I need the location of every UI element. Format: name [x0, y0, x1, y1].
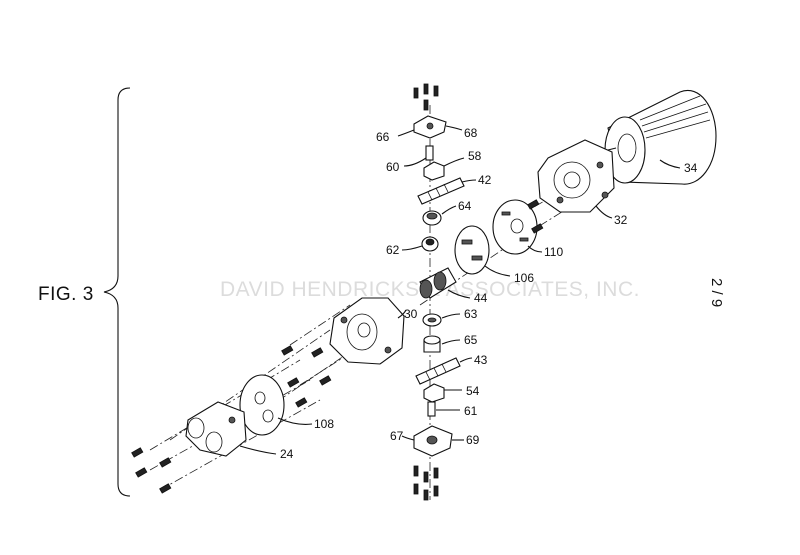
cap-plate-bottom — [413, 425, 453, 457]
ref-64: 64 — [458, 199, 472, 213]
cap-plate-top — [413, 115, 447, 139]
ref-32: 32 — [614, 213, 628, 227]
ref-67: 67 — [390, 429, 404, 443]
bushing-62 — [421, 236, 439, 252]
ref-62: 62 — [386, 243, 400, 257]
ref-58: 58 — [468, 149, 482, 163]
ref-61: 61 — [464, 404, 478, 418]
ref-43: 43 — [474, 353, 488, 367]
ref-106: 106 — [514, 271, 534, 285]
top-screws — [413, 83, 439, 111]
housing-32 — [537, 139, 615, 213]
seal-63 — [422, 313, 442, 327]
ref-68: 68 — [464, 126, 478, 140]
ref-42: 42 — [478, 173, 492, 187]
ref-24: 24 — [280, 447, 294, 461]
plate-106 — [454, 225, 490, 275]
block-58 — [423, 161, 445, 181]
plate-110 — [492, 199, 538, 255]
ref-60: 60 — [386, 160, 400, 174]
ref-66: 66 — [376, 130, 390, 144]
pin-43 — [415, 357, 461, 385]
plate-108 — [239, 374, 285, 436]
bottom-screws — [413, 465, 439, 501]
bushing-65 — [423, 335, 441, 353]
ref-63: 63 — [464, 307, 478, 321]
spring-60 — [425, 145, 434, 161]
figure-label: FIG. 3 — [38, 284, 94, 305]
motor-34 — [599, 89, 717, 185]
ref-69: 69 — [466, 433, 480, 447]
ref-108: 108 — [314, 417, 334, 431]
seal-64 — [422, 210, 442, 226]
bolt-group-lower-left — [131, 447, 172, 494]
end-cap-24 — [185, 401, 247, 457]
block-54 — [423, 383, 445, 403]
ref-54: 54 — [466, 384, 480, 398]
gear-44 — [419, 267, 457, 299]
ref-34: 34 — [684, 161, 698, 175]
spring-61 — [427, 401, 436, 417]
ref-30: 30 — [404, 307, 418, 321]
page-number: 2 / 9 — [708, 278, 725, 307]
pin-42 — [417, 177, 465, 205]
ref-65: 65 — [464, 333, 478, 347]
figure-brace — [103, 87, 131, 497]
ref-110: 110 — [544, 245, 563, 259]
housing-30 — [329, 297, 405, 365]
bolt-group-middle — [281, 199, 544, 408]
ref-44: 44 — [474, 291, 488, 305]
